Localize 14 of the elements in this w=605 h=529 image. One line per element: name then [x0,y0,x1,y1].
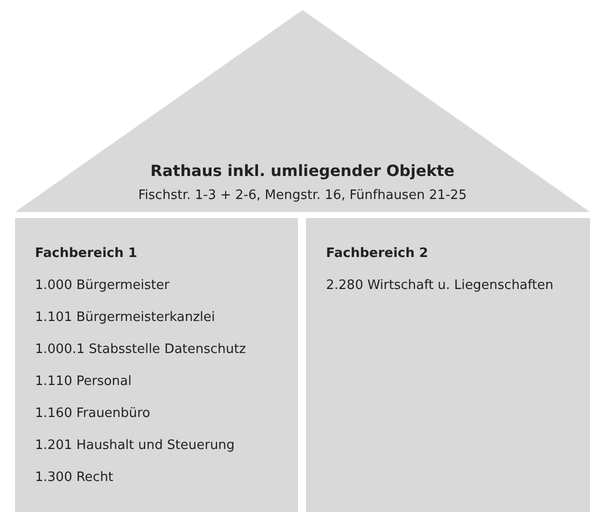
unit-entry: 2.280 Wirtschaft u. Liegenschaften [326,278,554,294]
unit-entry: 1.000 Bürgermeister [35,278,170,294]
unit-entry: 1.201 Haushalt und Steuerung [35,438,236,454]
unit-entry: 1.101 Bürgermeisterkanzlei [35,310,216,326]
building-title: Rathaus inkl. umliegender Objekte [149,162,456,180]
department-panel [306,218,590,512]
unit-entry: 1.000.1 Stabsstelle Datenschutz [35,342,247,358]
unit-entry: 1.110 Personal [35,374,133,390]
unit-entry: 1.300 Recht [35,470,114,486]
unit-entry: 1.160 Frauenbüro [35,406,152,422]
address-text: Fischstr. 1-3 + 2-6, Mengstr. 16, Fünfhausen 21-25 [137,188,468,203]
department-panel [15,218,298,512]
section-heading: Fachbereich 2 [326,246,430,262]
section-heading: Fachbereich 1 [35,246,138,262]
